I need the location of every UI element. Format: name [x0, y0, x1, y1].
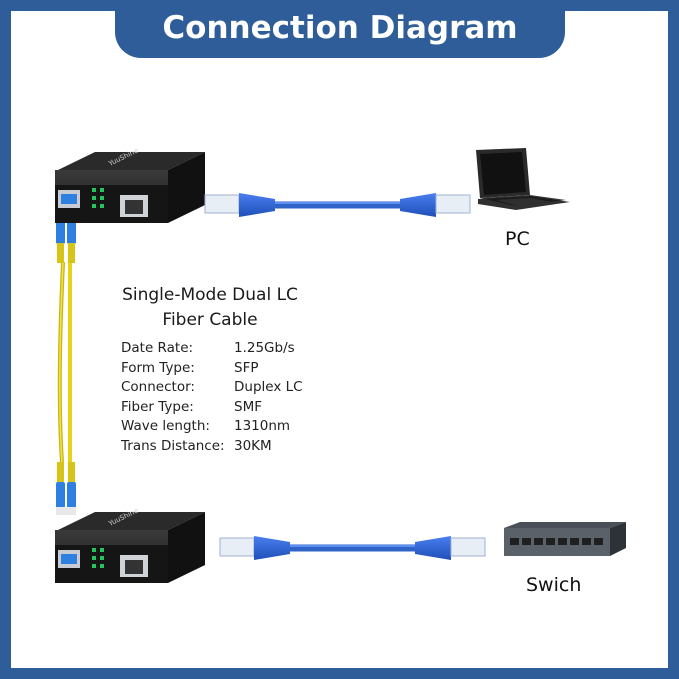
spec-row: Wave length: 1310nm — [121, 418, 303, 438]
spec-label: Trans Distance: — [121, 437, 225, 454]
spec-label: Date Rate: — [121, 340, 194, 356]
ethernet-cable-bottom — [219, 536, 486, 560]
spec-value: Duplex LC — [234, 379, 303, 396]
cable-title-line2: Fiber Cable — [162, 310, 258, 330]
spec-label: Connector: — [121, 379, 195, 396]
spec-value: SMF — [234, 398, 262, 415]
fiber-cable — [57, 261, 73, 463]
spec-row: Date Rate: 1.25Gb/s — [121, 340, 303, 360]
spec-value: 30KM — [234, 437, 272, 454]
spec-value: 1.25Gb/s — [234, 340, 295, 356]
lc-connector-bottom — [56, 462, 76, 515]
switch-label: Swich — [526, 574, 582, 596]
network-switch-icon — [504, 522, 626, 556]
spec-label: Wave length: — [121, 418, 210, 435]
spec-value: 1310nm — [234, 418, 291, 435]
spec-row: Connector: Duplex LC — [121, 379, 303, 399]
spec-label: Form Type: — [121, 359, 195, 376]
diagram-title: Connection Diagram — [162, 10, 518, 46]
spec-value: SFP — [234, 359, 259, 376]
spec-row: Form Type: SFP — [121, 360, 303, 380]
title-banner — [115, 0, 565, 58]
media-converter-bottom — [55, 512, 205, 583]
spec-label: Fiber Type: — [121, 398, 194, 415]
spec-table: Date Rate: 1.25Gb/s Form Type: SFP Connect… — [121, 340, 303, 458]
laptop-icon — [476, 148, 570, 210]
cable-title-line1: Single-Mode Dual LC — [122, 285, 298, 305]
spec-row: Trans Distance: 30KM — [121, 438, 303, 458]
media-converter-top — [55, 152, 205, 223]
ethernet-cable-top — [204, 193, 471, 217]
pc-label: PC — [505, 228, 530, 250]
spec-row: Fiber Type: SMF — [121, 399, 303, 419]
